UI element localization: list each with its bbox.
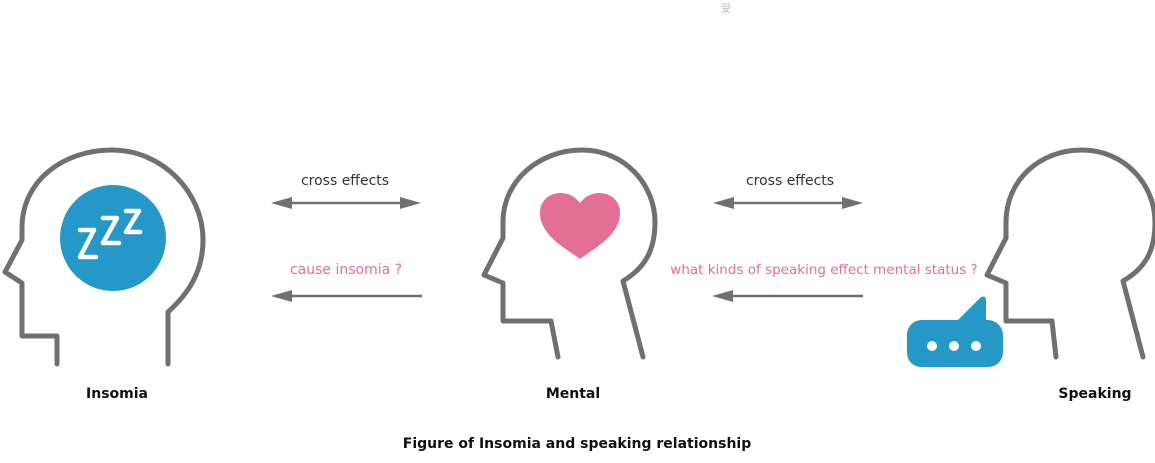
head-outline-icon xyxy=(481,147,658,360)
arrow-bidirectional-2 xyxy=(713,197,863,209)
head-insomia xyxy=(2,147,206,367)
head-outline-icon xyxy=(984,147,1155,360)
speech-bubble-icon xyxy=(907,296,1003,367)
link2-bottom-label: what kinds of speaking effect mental sta… xyxy=(670,262,978,278)
link1-top-label: cross effects xyxy=(300,173,390,189)
heart-icon xyxy=(540,193,620,259)
figure-caption: Figure of Insomia and speaking relations… xyxy=(402,436,752,452)
node-label-speaking: Speaking xyxy=(1058,386,1132,402)
link1-bottom-label: cause insomia ? xyxy=(289,262,403,278)
head-mental xyxy=(481,147,658,360)
arrow-left-2 xyxy=(712,290,863,302)
node-label-insomia: Insomia xyxy=(86,386,148,402)
top-mark: 受 xyxy=(721,4,731,15)
node-label-mental: Mental xyxy=(545,386,601,402)
link2-top-label: cross effects xyxy=(745,173,835,189)
sleep-circle-icon xyxy=(60,185,166,291)
arrow-left-1 xyxy=(271,290,422,302)
head-speaking xyxy=(907,147,1155,367)
arrow-bidirectional-1 xyxy=(271,197,421,209)
zzz-icon xyxy=(77,208,143,260)
head-outline-icon xyxy=(2,147,206,367)
